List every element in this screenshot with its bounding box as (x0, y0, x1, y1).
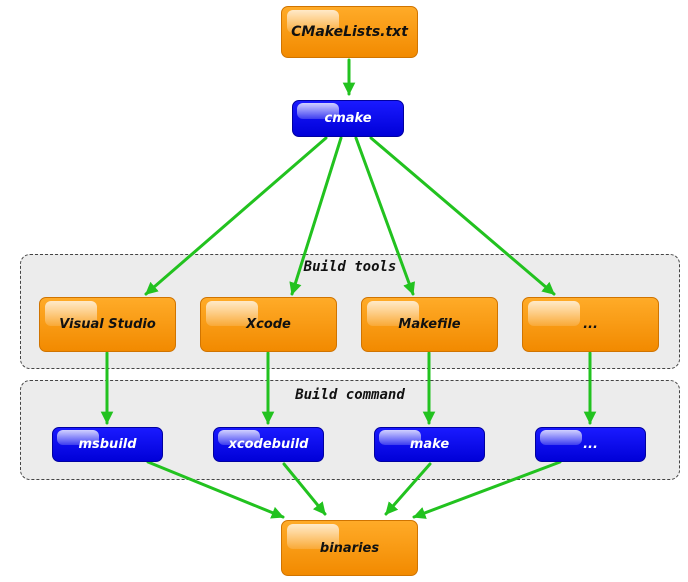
arrow-xcodebuild-to-binaries (282, 462, 327, 516)
build-tool-label: Makefile (398, 317, 461, 332)
build-command-title: Build command (295, 387, 405, 403)
arrow-make-to-binaries (384, 462, 432, 516)
build-command-label: make (409, 437, 450, 452)
build-command-label: ... (583, 437, 598, 452)
cmakelists-label: CMakeLists.txt (291, 24, 408, 40)
cmake-label: cmake (324, 111, 372, 126)
build-command-msbuild: msbuild (52, 427, 163, 462)
build-command-label: msbuild (78, 437, 137, 452)
build-tool-label: Visual Studio (59, 317, 156, 332)
binaries-label: binaries (319, 540, 380, 556)
arrow-msbuild-to-binaries (146, 460, 285, 519)
arrow-cmake-to-makefile (354, 136, 416, 296)
build-tool-label: Xcode (246, 317, 291, 332)
build-command-ellipsis: ... (535, 427, 646, 462)
build-tool-label: ... (583, 317, 598, 332)
arrow-ellipsis-command-to-binaries (412, 460, 562, 519)
build-tools-title: Build tools (303, 259, 397, 275)
build-tool-ellipsis: ... (522, 297, 659, 352)
build-command-label: xcodebuild (228, 437, 309, 452)
cmakelists-node: CMakeLists.txt (281, 6, 418, 58)
arrow-cmake-to-visual-studio (144, 136, 328, 296)
build-tool-makefile: Makefile (361, 297, 498, 352)
binaries-node: binaries (281, 520, 418, 576)
build-command-xcodebuild: xcodebuild (213, 427, 324, 462)
cmake-node: cmake (292, 100, 404, 137)
build-tool-visual-studio: Visual Studio (39, 297, 176, 352)
arrow-cmake-to-ellipsis-tool (369, 136, 556, 296)
build-tool-xcode: Xcode (200, 297, 337, 352)
arrow-cmake-to-xcode (289, 136, 343, 296)
build-command-make: make (374, 427, 485, 462)
